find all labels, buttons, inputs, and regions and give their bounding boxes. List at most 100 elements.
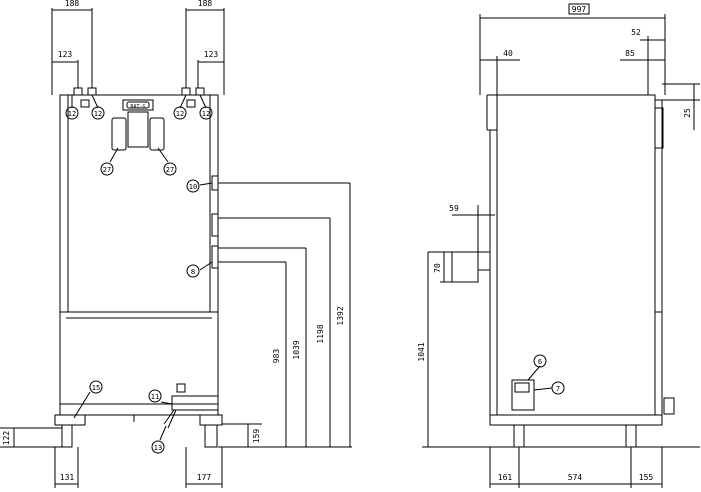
dim-label: 188 xyxy=(198,0,213,8)
callout-circle xyxy=(186,264,200,278)
dim-label: 161 xyxy=(498,473,513,482)
callout-circle xyxy=(100,162,114,176)
hand-shower-left xyxy=(111,117,127,151)
side-control-display xyxy=(514,382,530,393)
logo-text: RAT-G xyxy=(130,104,145,110)
side-nozzle-box xyxy=(451,251,479,283)
dim-label: 70 xyxy=(433,263,442,273)
side-front-foot xyxy=(513,424,525,448)
left-foot-plate xyxy=(54,414,86,426)
leader-line xyxy=(160,401,173,405)
dim-label: 131 xyxy=(60,473,75,482)
dim-label: 52 xyxy=(631,28,641,37)
side-fitting xyxy=(211,175,219,191)
front-view xyxy=(0,8,352,488)
callout-circle xyxy=(533,354,547,368)
dim-label: 983 xyxy=(272,349,281,364)
callout-label: 12 xyxy=(68,110,76,118)
leader-line xyxy=(179,94,187,109)
leader-line xyxy=(159,425,167,441)
dim-label: 997 xyxy=(572,5,587,14)
connection-stub xyxy=(195,87,205,96)
callout-label: 10 xyxy=(189,183,197,191)
side-nozzle-box xyxy=(477,251,491,271)
callout-label: 27 xyxy=(103,166,111,174)
hand-shower-right xyxy=(149,117,165,151)
rear-bracket xyxy=(654,107,664,149)
control-panel xyxy=(127,111,149,148)
callout-label: 12 xyxy=(94,110,102,118)
callout-circle xyxy=(148,389,162,403)
leader-line xyxy=(109,147,119,163)
logo-badge xyxy=(126,101,150,109)
drain-marker xyxy=(176,383,186,393)
side-cabinet-outline xyxy=(496,94,656,416)
left-foot xyxy=(61,424,73,448)
side-base-plate xyxy=(489,414,663,426)
callout-circle xyxy=(186,179,200,193)
dim-label: 59 xyxy=(449,204,459,213)
leader-line xyxy=(199,94,207,109)
front-view-text: 188 123 188 123 983 1039 1198 1392 122 1… xyxy=(2,0,345,482)
callout-label: 13 xyxy=(154,444,162,452)
dim-label: 122 xyxy=(2,431,11,446)
dim-label: 177 xyxy=(197,473,212,482)
leader-line xyxy=(157,147,169,163)
dim-label: 1198 xyxy=(316,324,325,343)
dim-label: 188 xyxy=(65,0,80,8)
logo-plate xyxy=(122,99,154,111)
callout-label: 11 xyxy=(151,393,159,401)
total-width-box xyxy=(568,3,590,15)
dim-label: 1392 xyxy=(336,306,345,325)
dim-label: 159 xyxy=(252,429,261,444)
leader-line xyxy=(91,94,99,109)
dim-label: 40 xyxy=(503,49,513,58)
right-foot-plate xyxy=(199,414,223,426)
dim-label: 123 xyxy=(58,50,73,59)
callout-label: 12 xyxy=(202,110,210,118)
connection-stub xyxy=(181,87,191,96)
callout-label: 6 xyxy=(538,358,542,366)
drain-pipe xyxy=(163,409,175,425)
drain-assembly xyxy=(171,395,219,411)
side-fitting xyxy=(211,245,219,269)
rear-fitting xyxy=(663,397,675,415)
drain-pipe xyxy=(167,409,177,429)
connection-stub xyxy=(87,87,97,96)
callout-label: 7 xyxy=(556,385,560,393)
callout-circle xyxy=(199,106,213,120)
callout-circle xyxy=(163,162,177,176)
dim-label: 1041 xyxy=(417,342,426,361)
warning-sticker xyxy=(80,99,90,108)
leader-line xyxy=(199,261,213,271)
callout-circle xyxy=(91,106,105,120)
front-cabinet-outline xyxy=(59,94,219,416)
side-control-unit xyxy=(511,379,535,411)
side-rear-foot xyxy=(625,424,637,448)
callout-circle xyxy=(151,440,165,454)
warning-sticker xyxy=(186,99,196,108)
right-foot xyxy=(204,424,218,448)
leader-line xyxy=(199,182,213,186)
callout-circle xyxy=(89,380,103,394)
dim-label: 123 xyxy=(204,50,219,59)
callout-label: 12 xyxy=(176,110,184,118)
callout-label: 27 xyxy=(166,166,174,174)
leader-line xyxy=(527,365,541,381)
side-view xyxy=(422,14,700,488)
dim-label: 85 xyxy=(625,49,635,58)
dim-label: 155 xyxy=(639,473,654,482)
callout-circle xyxy=(65,106,79,120)
leader-line xyxy=(533,387,553,391)
callout-circle xyxy=(551,381,565,395)
side-view-text: 997 52 40 85 25 59 70 1041 161 574 155 6… xyxy=(417,5,692,482)
connection-stub xyxy=(73,87,83,96)
dim-label: 25 xyxy=(683,108,692,118)
callout-label: 8 xyxy=(191,268,195,276)
dim-label: 574 xyxy=(568,473,583,482)
side-fitting xyxy=(211,213,219,237)
leader-line xyxy=(73,391,91,419)
callout-label: 15 xyxy=(92,384,100,392)
callout-circle xyxy=(173,106,187,120)
